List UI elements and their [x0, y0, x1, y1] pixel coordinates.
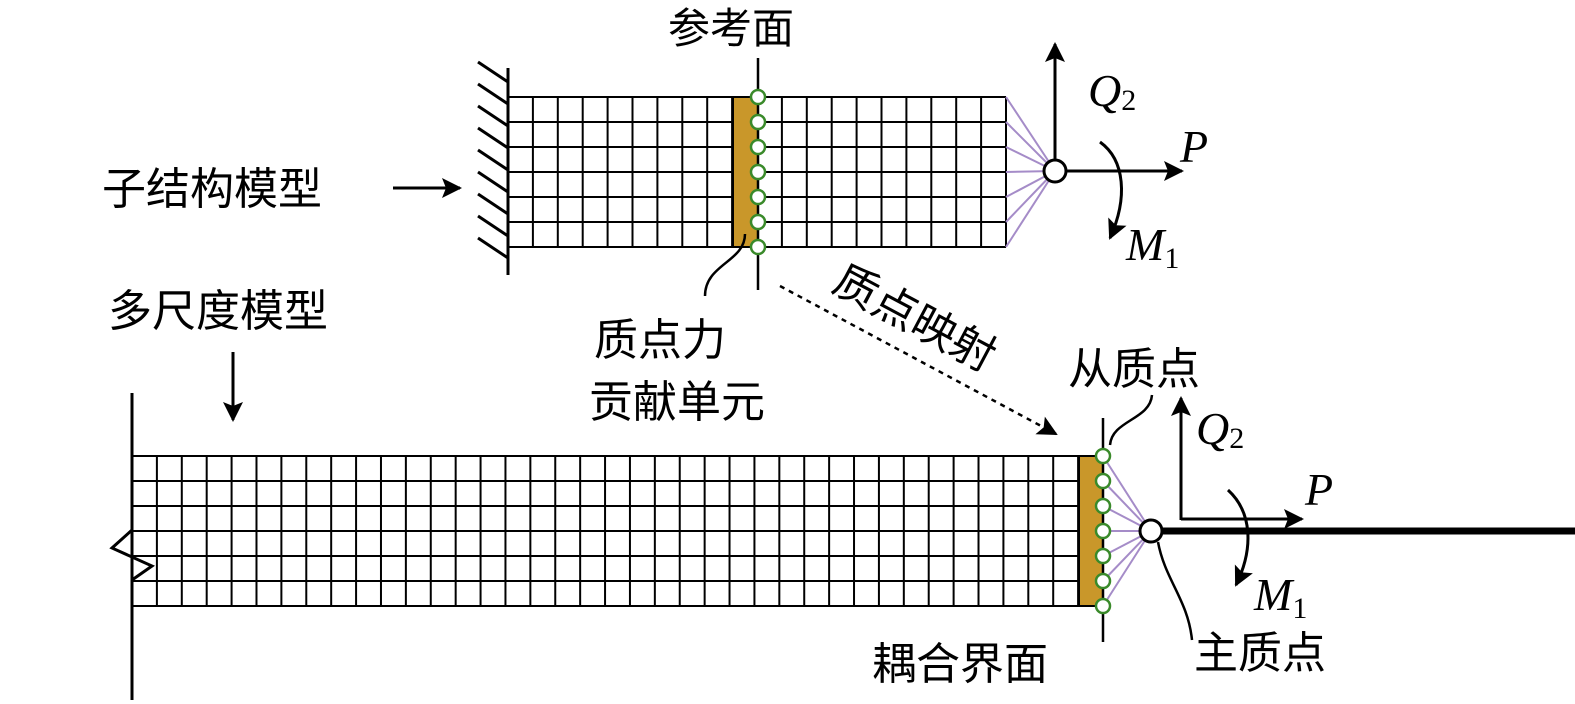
reference-node [749, 188, 767, 206]
reference-node [749, 113, 767, 131]
hatch-line [477, 126, 509, 150]
reference-node [749, 213, 767, 231]
moment-label-bottom: M1 [1253, 569, 1307, 625]
shear-label-bottom: Q2 [1196, 403, 1244, 455]
master-node [1138, 518, 1164, 544]
slave-node [1094, 572, 1112, 590]
axial-label-top: P [1179, 121, 1208, 172]
hatch-line [477, 192, 509, 216]
slave-node [1094, 472, 1112, 490]
reference-plane-nodes [749, 88, 767, 256]
coupling-line [1102, 530, 1152, 607]
substructure-model: 参考面 Q2 P M1 [477, 4, 1208, 290]
slave-node [1094, 597, 1112, 615]
mass-force-element-label-line1: 质点力 [594, 315, 726, 366]
mass-mapping-arrow [779, 284, 1058, 436]
coupling-line [1102, 455, 1152, 532]
slave-node [1094, 497, 1112, 515]
moment-label-top: M1 [1125, 219, 1179, 275]
axial-label-bottom: P [1304, 464, 1333, 515]
slave-points-label: 从质点 [1068, 344, 1200, 395]
coupling-line [1005, 96, 1056, 172]
reference-node [749, 138, 767, 156]
slave-node [1094, 447, 1112, 465]
mass-force-element-leader [703, 233, 747, 297]
substructure-model-label: 子结构模型 [102, 164, 322, 215]
coupling-line [1005, 170, 1056, 248]
moment-arrow-bottom [1226, 488, 1253, 587]
hatch-line [477, 104, 509, 128]
reference-node [749, 88, 767, 106]
multiscale-mesh [131, 455, 1104, 607]
mass-mapping-label: 质点映射 [825, 255, 1004, 383]
slave-node [1094, 547, 1112, 565]
moment-arrow-top [1099, 140, 1127, 240]
multiscale-model-label: 多尺度模型 [108, 286, 328, 337]
slave-node [1094, 522, 1112, 540]
master-point-label: 主质点 [1194, 628, 1326, 679]
slave-nodes [1094, 447, 1112, 615]
substructure-master-node [1042, 158, 1068, 184]
mass-force-element-label-line2: 贡献单元 [589, 377, 765, 428]
shear-label-top: Q2 [1088, 65, 1136, 117]
multiscale-model: 从质点 Q2 P M1 耦合界面 主质点 [109, 344, 1575, 700]
hatch-line [477, 82, 509, 106]
hatch-line [477, 148, 509, 172]
hatch-line [477, 236, 509, 260]
hatch-line [477, 170, 509, 194]
fixed-support [477, 60, 510, 275]
coupling-interface-label: 耦合界面 [872, 639, 1048, 690]
hatch-line [477, 60, 509, 84]
master-point-leader [1156, 541, 1194, 641]
reference-node [749, 163, 767, 181]
slave-points-leader [1108, 394, 1154, 446]
reference-plane-label: 参考面 [668, 4, 794, 53]
hatch-line [477, 214, 509, 238]
reference-node [749, 238, 767, 256]
